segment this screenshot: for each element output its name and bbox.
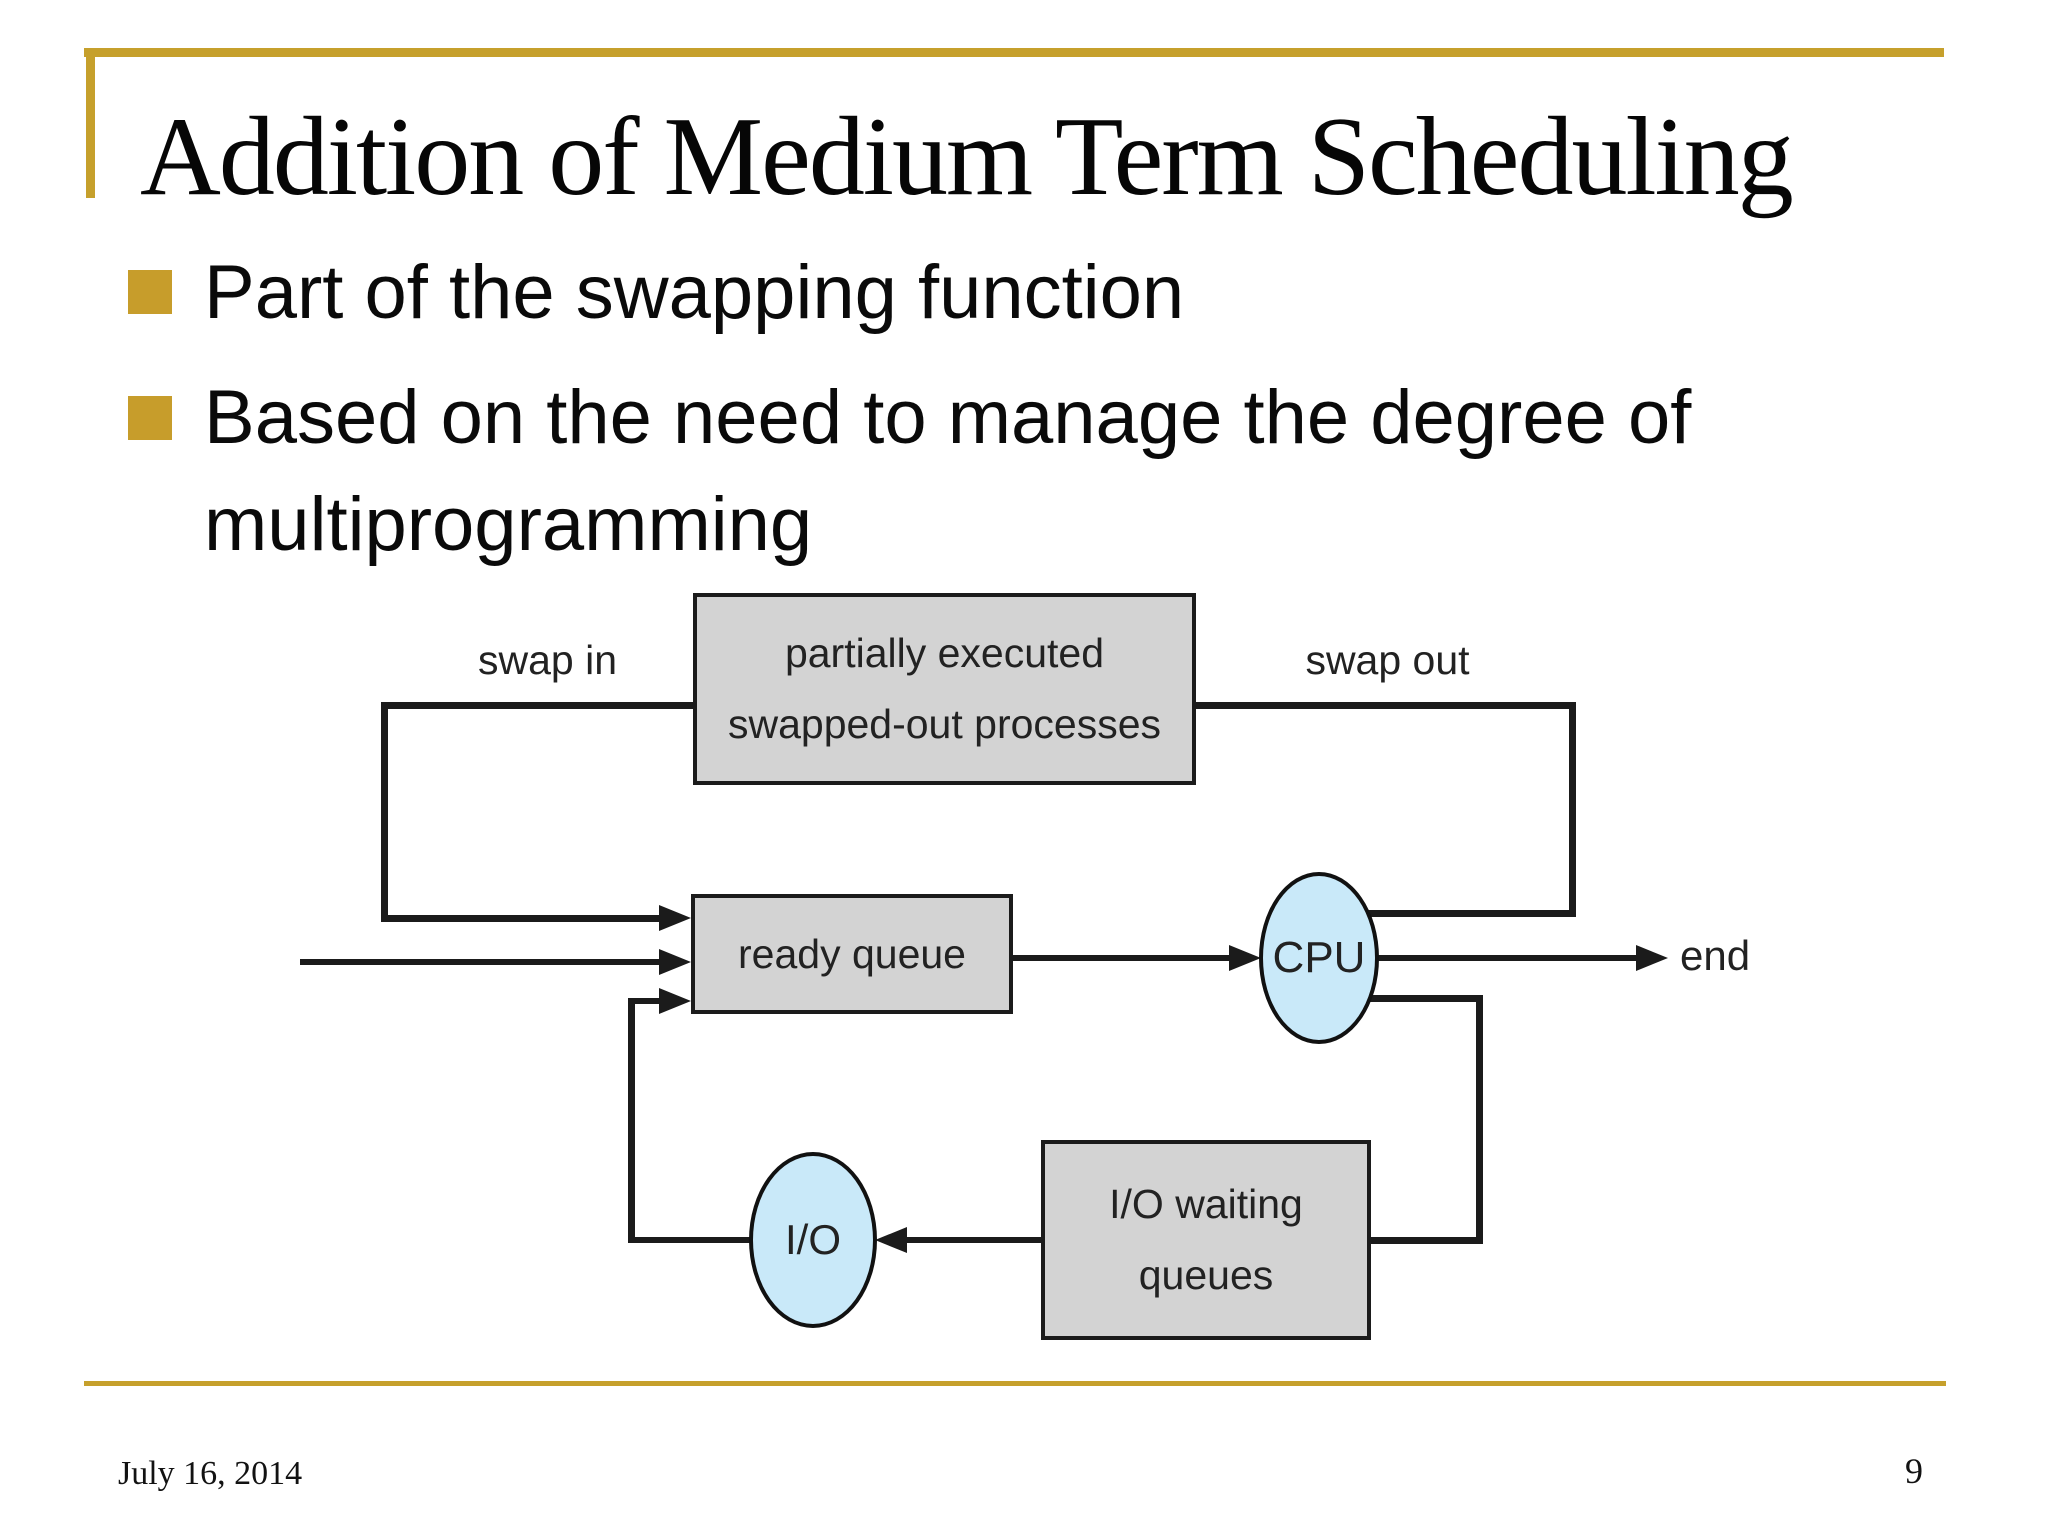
main-input-line: [300, 959, 660, 965]
swapped-processes-box: partially executed swapped-out processes: [693, 593, 1196, 785]
io-waiting-queues-box: I/O waiting queues: [1041, 1140, 1371, 1340]
arrowhead-into-io: [875, 1227, 907, 1253]
bullet-item-2: Based on the need to manage the degree o…: [204, 375, 1692, 567]
swap-in-line-vertical: [381, 702, 388, 922]
swap-out-line-vertical: [1569, 702, 1576, 917]
slide-title: Addition of Medium Term Scheduling: [140, 95, 1794, 219]
swap-in-line-into-ready: [381, 915, 661, 922]
footer-date: July 16, 2014: [118, 1455, 303, 1492]
arrowhead-end: [1636, 945, 1668, 971]
page-number: 9: [1905, 1451, 1923, 1491]
cpu-node: CPU: [1259, 872, 1379, 1044]
cpu-label: CPU: [1272, 933, 1366, 982]
bullet-square-2: [128, 396, 172, 440]
arrowhead-swap-in: [659, 905, 691, 931]
ready-queue-label: ready queue: [738, 930, 966, 977]
cpu-to-io-line-horizontal: [1350, 995, 1483, 1002]
cpu-to-end-line: [1375, 955, 1636, 961]
bullet-square-1: [128, 270, 172, 314]
io-label: I/O: [784, 1216, 841, 1263]
swap-in-label: swap in: [477, 637, 617, 683]
io-node: I/O: [749, 1152, 877, 1328]
io-to-left-line: [631, 1237, 751, 1243]
swap-out-line-horizontal: [1196, 702, 1576, 709]
io-return-line-horizontal: [628, 998, 662, 1004]
end-label: end: [1680, 932, 1751, 979]
io-waiting-line1: I/O waiting: [1109, 1181, 1303, 1227]
io-box-inlet-line: [1371, 1237, 1483, 1244]
left-accent-bar: [86, 48, 95, 198]
swapped-processes-line2: swapped-out processes: [727, 701, 1162, 747]
arrowhead-ready-to-cpu: [1229, 945, 1261, 971]
cpu-to-swap-out-line: [1350, 910, 1576, 917]
bottom-accent-line: [84, 1381, 1946, 1386]
swapped-processes-line1: partially executed: [784, 630, 1105, 676]
io-waiting-line2: queues: [1138, 1252, 1274, 1298]
ready-queue-box: ready queue: [691, 894, 1013, 1014]
ready-to-cpu-line: [1013, 955, 1231, 961]
io-return-line-vertical: [628, 998, 635, 1243]
arrowhead-io-return: [659, 988, 691, 1014]
cpu-to-io-line-vertical: [1476, 995, 1483, 1244]
top-accent-line: [84, 48, 1944, 57]
swap-in-line-horizontal: [381, 702, 693, 709]
bullet-item-1: Part of the swapping function: [204, 250, 1185, 335]
swap-out-label: swap out: [1305, 637, 1470, 683]
io-box-to-io-line: [905, 1237, 1041, 1243]
arrowhead-main-input: [659, 949, 691, 975]
